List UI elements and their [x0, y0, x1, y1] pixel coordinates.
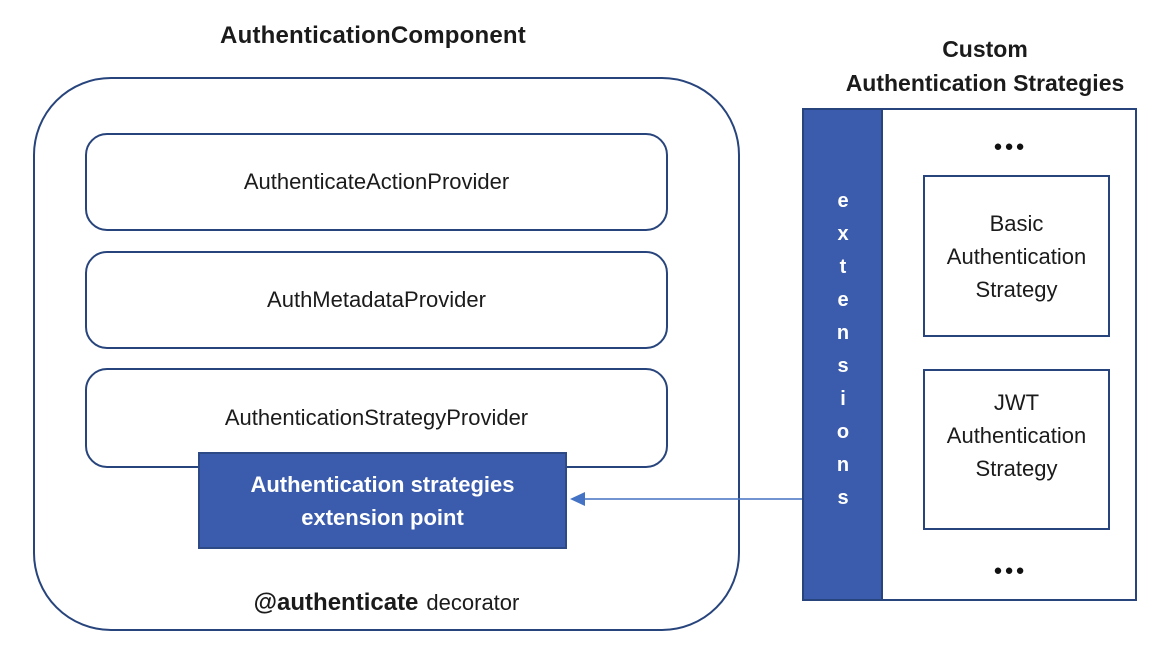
- basic-strategy-line3: Strategy: [975, 276, 1058, 302]
- extension-point-line2: extension point: [301, 504, 464, 530]
- authenticate-action-provider-label: AuthenticateActionProvider: [243, 169, 510, 194]
- decorator-word: decorator: [426, 590, 520, 615]
- extension-point-box: Authentication strategies extension poin…: [198, 452, 567, 549]
- jwt-strategy-line2: Authentication: [946, 423, 1087, 448]
- extension-point-line1: Authentication strategies: [250, 471, 515, 497]
- extensions-bar: extensions: [804, 110, 883, 599]
- ellipsis-bottom: ●●●: [993, 562, 1027, 579]
- decorator-name: @authenticate: [253, 589, 419, 616]
- jwt-strategy-line1: JWT: [993, 390, 1040, 415]
- authentication-component-container: [33, 77, 740, 631]
- auth-metadata-provider-box: AuthMetadataProvider: [85, 251, 668, 349]
- extensions-bar-label: extensions: [832, 189, 854, 520]
- custom-strategies-title-line1: Custom: [942, 36, 1028, 62]
- decorator-caption: @authenticate decorator: [33, 589, 740, 617]
- basic-strategy-line2: Authentication: [946, 243, 1087, 269]
- authentication-component-title: AuthenticationComponent: [220, 22, 526, 49]
- authenticate-action-provider-box: AuthenticateActionProvider: [85, 133, 668, 231]
- custom-strategies-title: Custom Authentication Strategies: [815, 32, 1155, 100]
- ellipsis-top: ●●●: [993, 138, 1027, 155]
- jwt-strategy-box: JWT Authentication Strategy: [923, 369, 1110, 530]
- jwt-strategy-line3: Strategy: [975, 456, 1058, 481]
- basic-strategy-box: Basic Authentication Strategy: [923, 175, 1110, 337]
- authentication-strategy-provider-label: AuthenticationStrategyProvider: [224, 405, 529, 430]
- custom-strategies-title-line2: Authentication Strategies: [845, 70, 1125, 96]
- custom-strategies-panel: extensions ●●● Basic Authentication Stra…: [802, 108, 1137, 601]
- basic-strategy-line1: Basic: [989, 210, 1044, 236]
- auth-metadata-provider-label: AuthMetadataProvider: [267, 287, 486, 312]
